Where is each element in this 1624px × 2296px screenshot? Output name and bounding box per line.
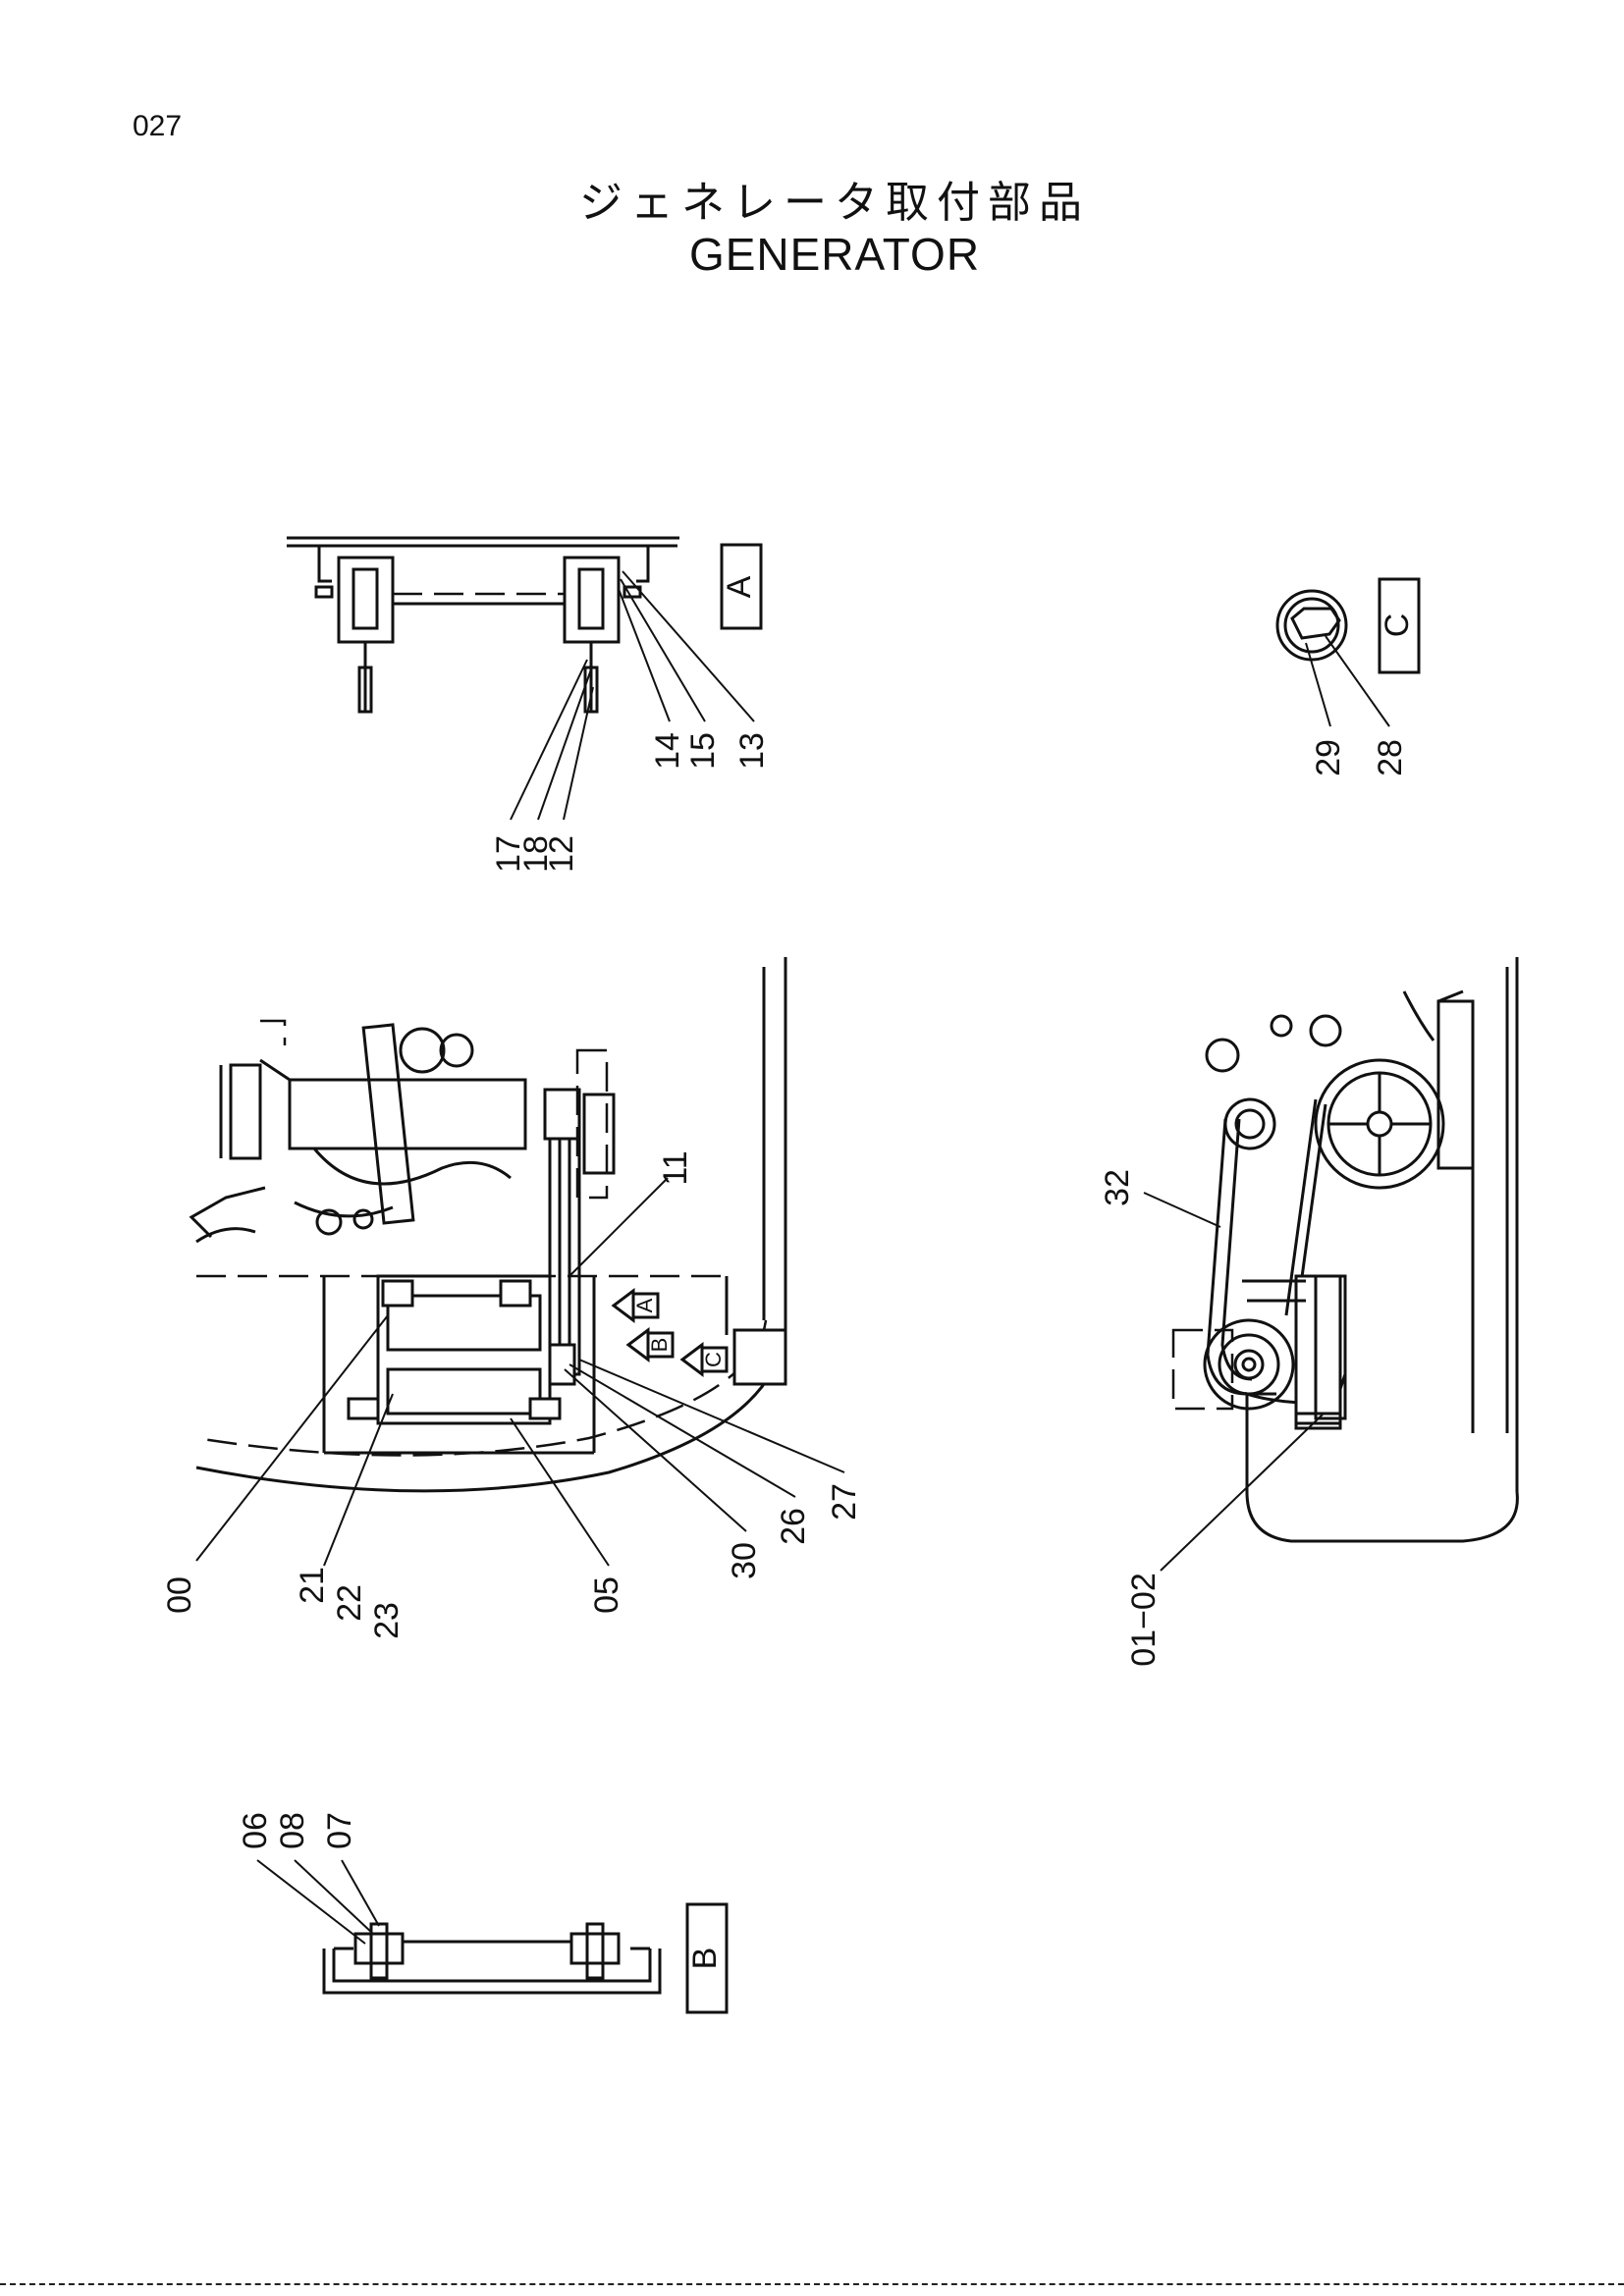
- view-b-arrow-label: B: [647, 1338, 672, 1353]
- bottom-rule: [0, 2283, 1624, 2285]
- view-a-box: [720, 543, 763, 630]
- callout-28: 28: [1372, 739, 1409, 776]
- view-b-detail: B: [256, 1859, 729, 2014]
- callout-06: 06: [237, 1812, 274, 1849]
- page-number: 027: [133, 110, 183, 142]
- callout-21: 21: [294, 1567, 331, 1604]
- callout-01-02: 01−02: [1125, 1573, 1163, 1667]
- view-a-detail: A: [287, 536, 763, 821]
- view-c-arrow-label: C: [701, 1352, 726, 1367]
- callout-14: 14: [649, 732, 686, 770]
- view-c-box: [1378, 577, 1421, 674]
- right-view: [1143, 957, 1519, 1572]
- callout-18: 18: [517, 835, 555, 873]
- callout-29: 29: [1310, 739, 1347, 776]
- view-c-detail: C: [1275, 577, 1421, 727]
- title-english: GENERATOR: [688, 229, 981, 280]
- callout-26: 26: [775, 1508, 812, 1545]
- view-c-label: C: [1379, 614, 1416, 638]
- callout-27: 27: [826, 1483, 863, 1521]
- view-b-label: B: [686, 1948, 724, 1970]
- callout-13: 13: [733, 732, 771, 770]
- callout-30: 30: [726, 1542, 763, 1579]
- callout-11: 11: [657, 1150, 694, 1185]
- callout-22: 22: [331, 1584, 368, 1622]
- callout-00: 00: [161, 1576, 198, 1614]
- view-a-label: A: [721, 575, 758, 598]
- callout-12: 12: [543, 835, 580, 873]
- main-view: [189, 957, 845, 1567]
- callout-23: 23: [368, 1602, 406, 1639]
- title-japanese: ジェネレータ取付部品: [579, 178, 1090, 228]
- callout-32: 32: [1099, 1169, 1136, 1206]
- view-a-arrow-label: A: [632, 1298, 657, 1312]
- callout-17: 17: [490, 835, 527, 873]
- callout-07: 07: [321, 1812, 358, 1849]
- callout-15: 15: [684, 732, 722, 770]
- callout-08: 08: [274, 1812, 311, 1849]
- callout-05: 05: [588, 1576, 625, 1614]
- view-b-box: [685, 1902, 729, 2014]
